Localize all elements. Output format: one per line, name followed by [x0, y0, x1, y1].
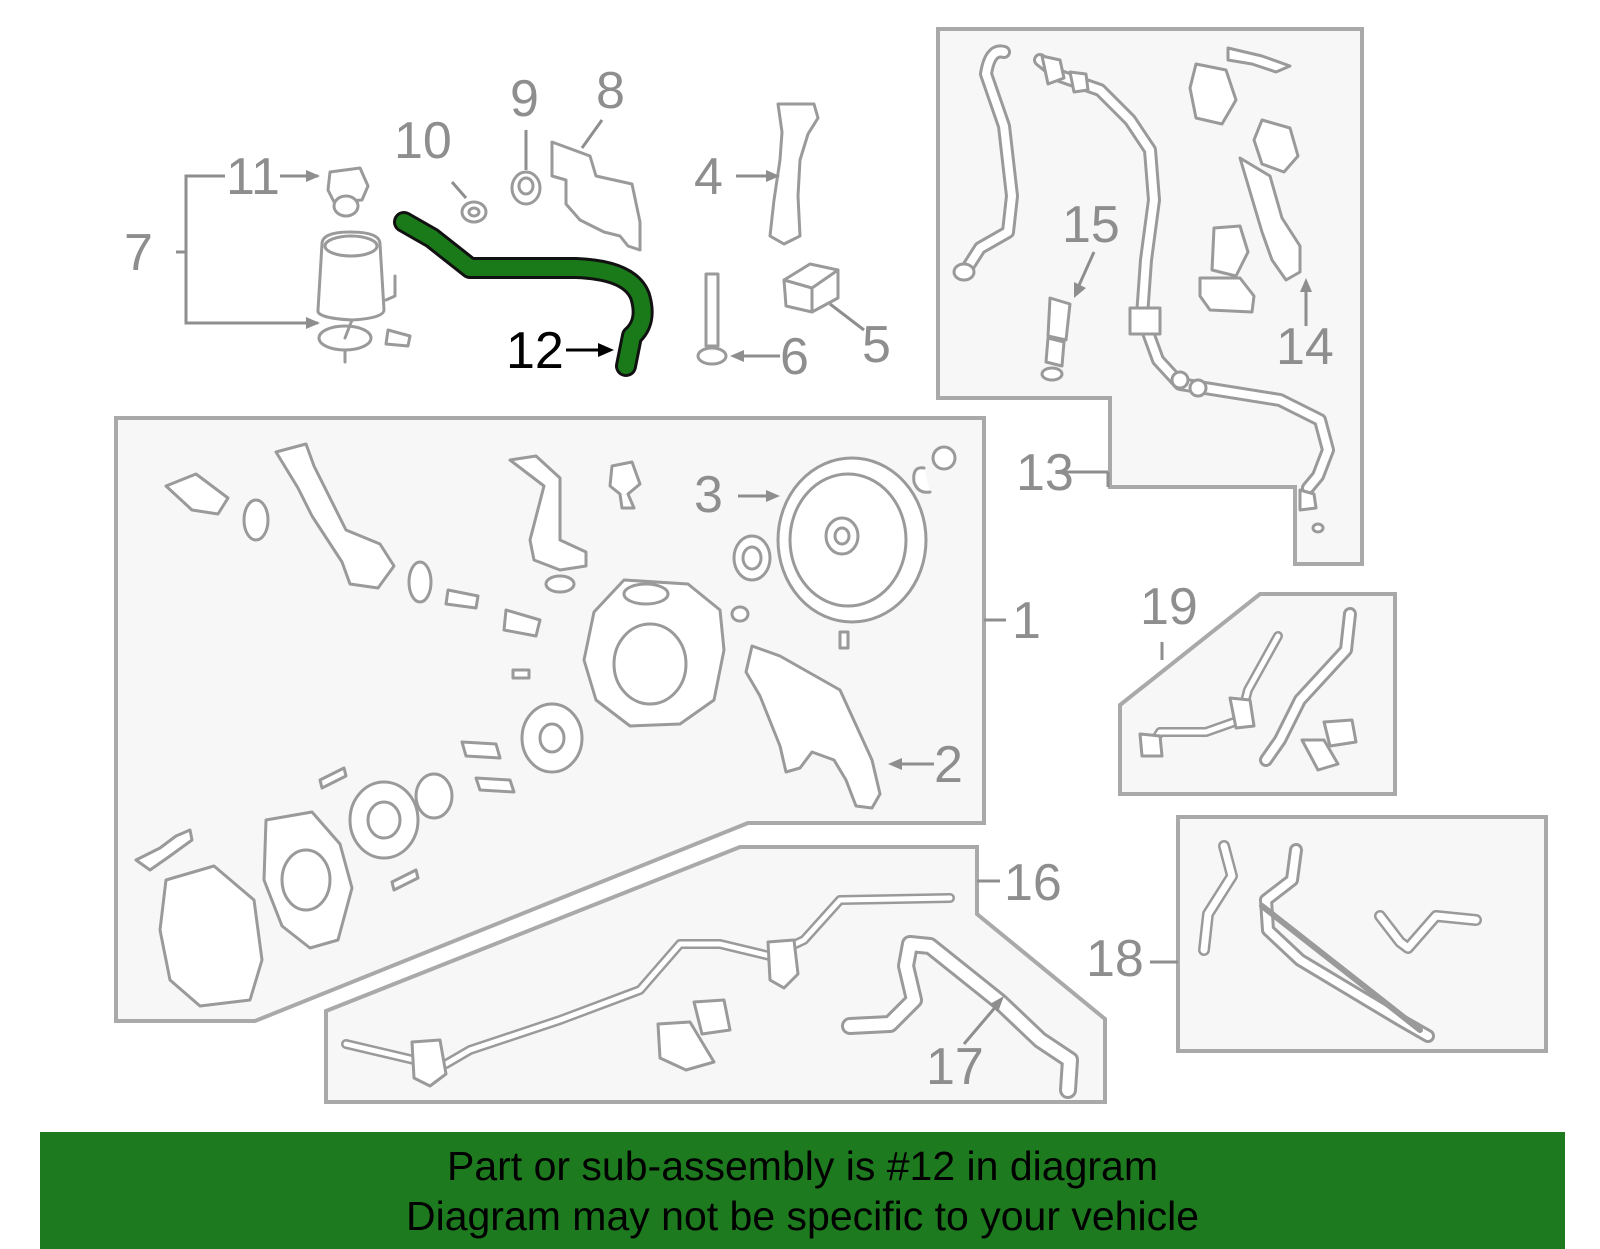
bracket-part-8 [550, 140, 642, 252]
clamp-part-10 [460, 200, 488, 224]
hose-set-part-19 [1138, 607, 1358, 772]
return-line-part-16 [341, 893, 955, 1088]
callout-14: 14 [1276, 318, 1334, 376]
callout-10: 10 [394, 112, 452, 170]
banner-line-2: Diagram may not be specific to your vehi… [405, 1192, 1199, 1239]
pulley-part-3 [776, 456, 928, 624]
pump-internals [134, 442, 957, 1008]
bolt-part-6 [696, 272, 728, 366]
callout-2: 2 [934, 736, 963, 794]
bracket-part-2 [744, 644, 882, 810]
callout-7: 7 [124, 224, 153, 282]
group-box-18 [1176, 815, 1548, 1053]
callout-6: 6 [780, 328, 809, 386]
info-banner: Part or sub-assembly is #12 in diagram D… [40, 1132, 1565, 1249]
pressure-hose-part-13 [952, 44, 1335, 534]
callout-13: 13 [1016, 444, 1074, 502]
callout-5: 5 [862, 316, 891, 374]
parts-diagram: 1 2 3 4 5 6 7 8 9 10 11 12 13 14 15 16 1… [114, 27, 1548, 1104]
callout-11: 11 [226, 148, 280, 206]
callout-16: 16 [1004, 854, 1062, 912]
callout-12: 12 [506, 322, 564, 380]
clamp-set-part-14 [1188, 46, 1302, 314]
callout-18: 18 [1086, 930, 1144, 988]
hose-set-part-18 [1198, 840, 1482, 1043]
callout-4: 4 [694, 148, 723, 206]
callout-17: 17 [926, 1038, 984, 1096]
block-part-5 [782, 262, 840, 314]
fitting-part-15 [1040, 296, 1072, 382]
callout-8: 8 [596, 62, 625, 120]
reservoir-assembly [316, 166, 412, 364]
callout-9: 9 [510, 70, 539, 128]
callout-15: 15 [1062, 196, 1120, 254]
bracket-part-4 [768, 102, 820, 246]
return-hose-part-17 [841, 935, 1079, 1099]
banner-line-1: Part or sub-assembly is #12 in diagram [447, 1142, 1158, 1189]
callout-19: 19 [1140, 578, 1198, 636]
grommet-part-9 [510, 170, 542, 206]
pump-body [582, 534, 772, 728]
callout-3: 3 [694, 466, 723, 524]
callout-1: 1 [1012, 592, 1041, 650]
